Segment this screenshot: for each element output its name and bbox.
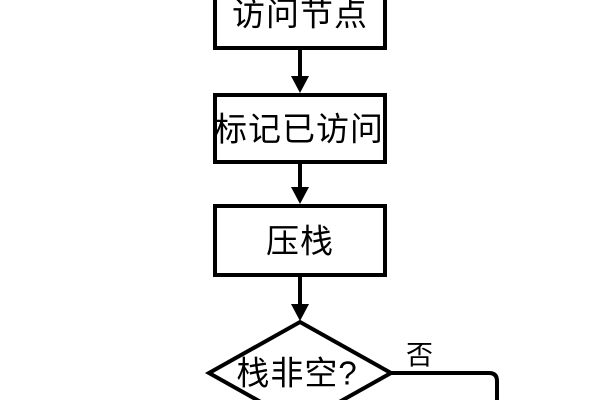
node-label-visit-node: 访问节点 — [232, 0, 368, 33]
node-label-mark-visited: 标记已访问 — [214, 110, 384, 148]
node-label-push-stack: 压栈 — [266, 222, 334, 260]
process-box-mark-visited — [213, 93, 387, 164]
process-box-push-stack — [213, 204, 387, 277]
decision-diamond-stack-not-empty — [204, 319, 396, 400]
no-branch-line — [391, 371, 499, 400]
arrowhead-icon-2 — [291, 187, 309, 204]
arrowhead-icon-1 — [291, 76, 309, 93]
node-label-stack-not-empty: 栈非空? — [236, 354, 358, 392]
edge-label-no: 否 — [406, 340, 434, 371]
arrowhead-icon-3 — [291, 304, 309, 321]
process-box-visit-node — [213, 0, 387, 50]
